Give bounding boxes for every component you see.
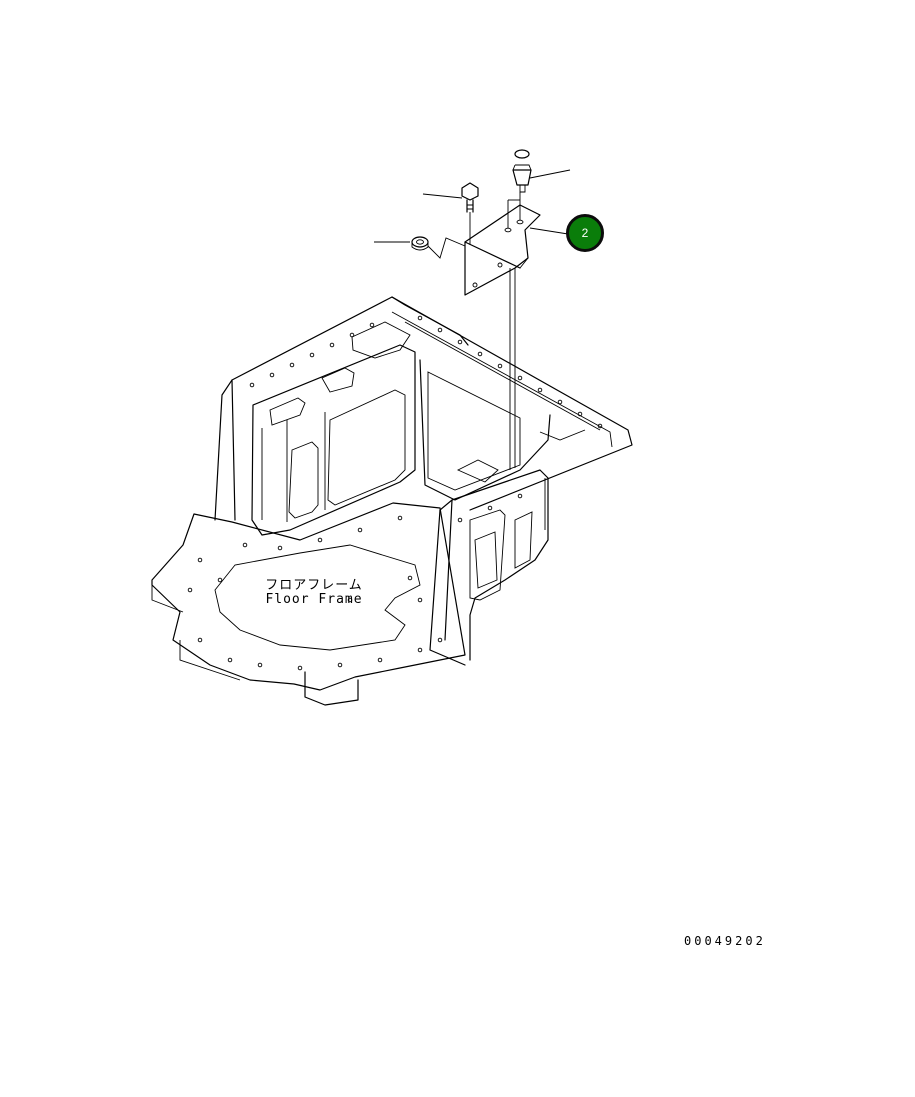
part-callout-badge[interactable]: 2	[566, 214, 604, 252]
nut-icon	[411, 236, 429, 251]
leader-lines	[374, 169, 571, 470]
floor-frame-label-japanese: フロアフレーム	[265, 578, 363, 593]
frame-holes	[187, 315, 603, 671]
bracket-plate-icon	[464, 204, 541, 296]
plug-icon	[512, 149, 532, 193]
drawing-number: 00049202	[684, 934, 766, 948]
floor-frame-icon	[151, 296, 633, 706]
floor-frame-label-english: Floor Frame	[265, 592, 363, 607]
part-callout-number: 2	[581, 226, 589, 240]
bolt-icon	[461, 182, 479, 213]
